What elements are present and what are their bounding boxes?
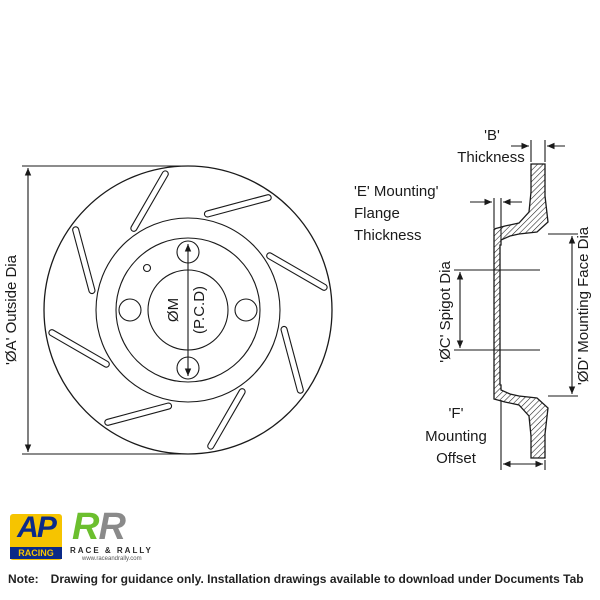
rr-logo-r1: R: [72, 506, 99, 548]
flange-thickness-word: Thickness: [354, 227, 422, 244]
disc-slot: [130, 170, 169, 232]
disc-section-profile: [493, 163, 549, 459]
ap-logo-racing: RACING: [10, 547, 62, 559]
disc-section-view: [493, 163, 549, 459]
pcd-label: (P.C.D): [191, 286, 208, 334]
ap-logo-text: AP: [17, 511, 57, 544]
mounting-face-label: 'ØD' Mounting Face Dia: [575, 226, 592, 385]
offset-mounting-word: Mounting: [425, 428, 487, 445]
note-prefix: Note:: [8, 572, 39, 586]
outside-dia-dimension: 'ØA' Outside Dia: [3, 165, 190, 455]
rr-logo-tag: RACE & RALLY: [70, 546, 153, 555]
rr-logo-r2: R: [98, 506, 125, 548]
outside-dia-label: 'ØA' Outside Dia: [3, 254, 20, 365]
offset-f-dimension: 'F' Mounting Offset: [425, 400, 546, 470]
race-and-rally-logo: RR RACE & RALLY www.raceandrally.com: [68, 506, 168, 562]
locating-hole: [142, 263, 152, 273]
flange-e-dimension: 'E' Mounting' Flange Thickness: [354, 183, 522, 244]
rr-logo-mark: RR: [72, 506, 126, 549]
disc-slot: [48, 329, 110, 368]
offset-f-label: 'F': [449, 405, 464, 422]
brake-disc-drawing: ØM (P.C.D) 'ØA' Outside Dia 'B' Thicknes…: [3, 127, 592, 470]
spigot-dimension: 'ØC' Spigot Dia: [437, 261, 500, 363]
disc-slot: [72, 226, 96, 295]
flange-e-label: 'E' Mounting': [354, 183, 439, 200]
disc-slot: [207, 388, 246, 450]
pcd-m-label: ØM: [165, 298, 182, 322]
mounting-face-dimension: 'ØD' Mounting Face Dia: [548, 226, 592, 397]
ap-racing-logo: AP RACING: [10, 511, 62, 560]
disc-slots: [48, 170, 328, 450]
disc-slot: [280, 325, 304, 394]
disc-slot: [203, 194, 272, 218]
thickness-b-dimension: 'B' Thickness: [457, 127, 565, 166]
thickness-b-word: Thickness: [457, 149, 525, 166]
flange-word: Flange: [354, 205, 400, 222]
bolt-hole-left: [118, 298, 142, 322]
offset-word: Offset: [436, 450, 477, 467]
guidance-note: Note: Drawing for guidance only. Installa…: [8, 572, 584, 586]
spigot-label: 'ØC' Spigot Dia: [437, 261, 454, 363]
bolt-hole-right: [234, 298, 258, 322]
note-text: Drawing for guidance only. Installation …: [50, 572, 584, 586]
rr-logo-url: www.raceandrally.com: [82, 556, 142, 562]
hat-outer-circle: [115, 237, 261, 383]
disc-front-view: ØM (P.C.D): [43, 165, 333, 455]
thickness-b-label: 'B': [484, 127, 500, 144]
disc-slot: [266, 252, 328, 291]
disc-slot: [104, 402, 173, 426]
disc-inner-edge: [95, 217, 281, 403]
